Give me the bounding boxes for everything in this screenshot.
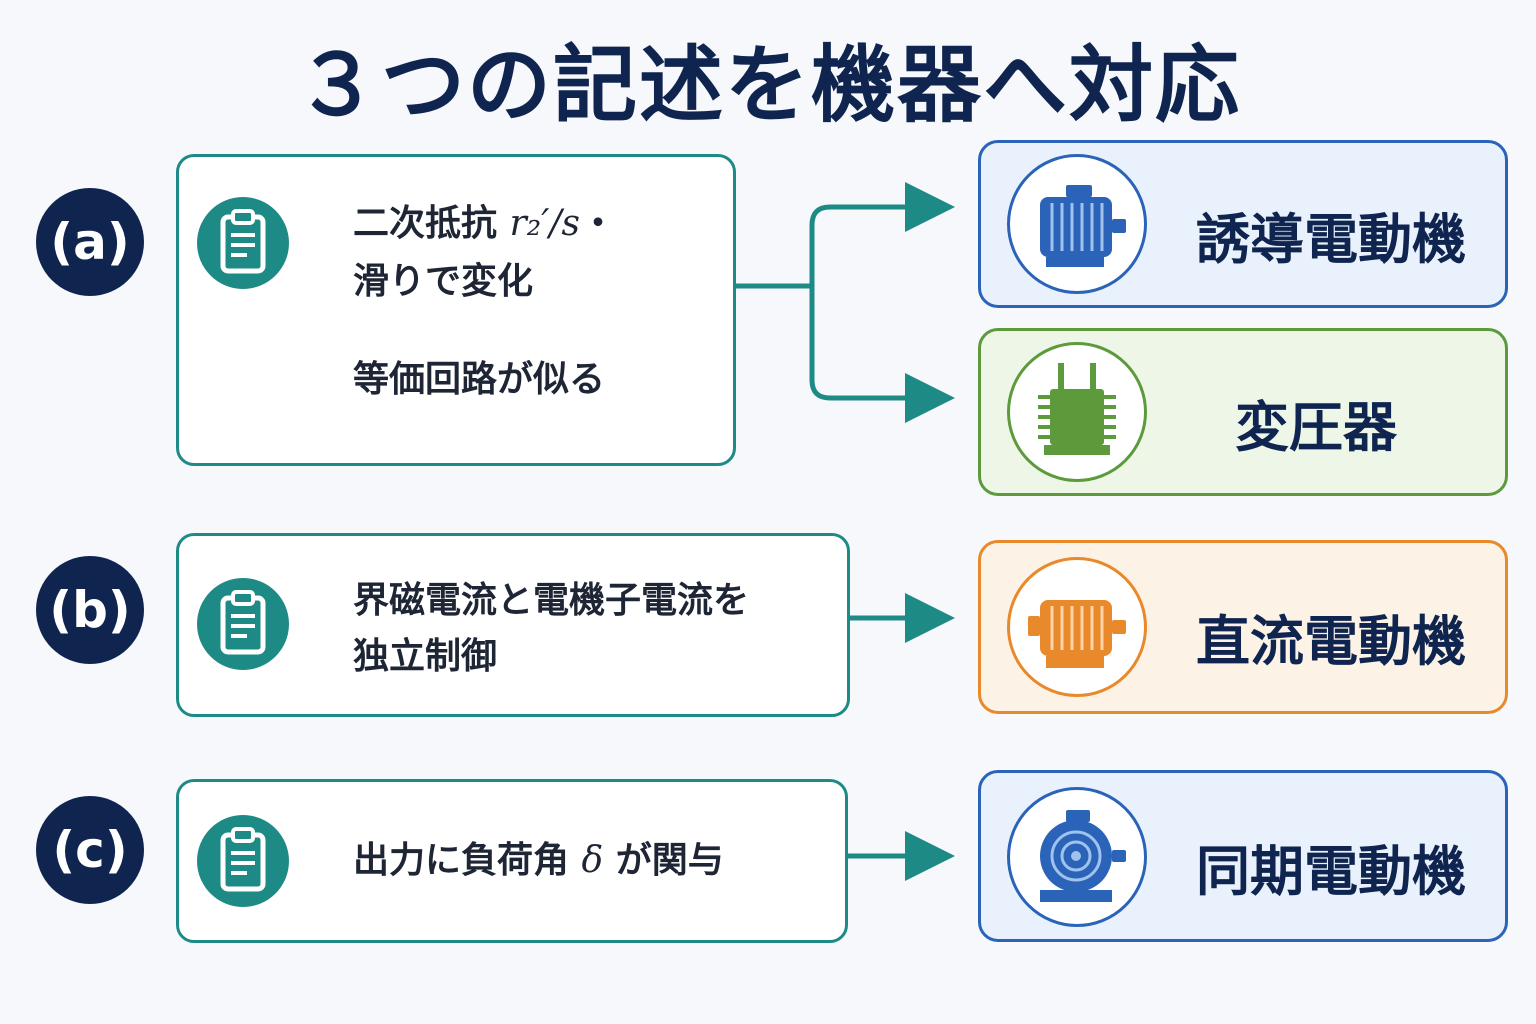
clipboard-icon bbox=[197, 197, 289, 289]
dc-motor-icon bbox=[1007, 557, 1147, 697]
synchronous-motor-icon bbox=[1007, 787, 1147, 927]
transformer-icon bbox=[1007, 342, 1147, 482]
arrow-a-transformer bbox=[809, 286, 955, 423]
description-line-b2: 独立制御 bbox=[353, 636, 498, 677]
machine-box-transformer: 変圧器 bbox=[978, 328, 1508, 496]
description-text-c: 出力に負荷角 δ が関与 bbox=[353, 840, 724, 881]
description-text-b: 界磁電流と電機子電流を 独立制御 bbox=[353, 576, 749, 682]
induction-motor-icon bbox=[1007, 154, 1147, 294]
clipboard-icon bbox=[197, 578, 289, 670]
page-title: ３つの記述を機器へ対応 bbox=[294, 36, 1241, 134]
description-box-a: 二次抵抗 r₂′/s・ 滑りで変化 等価回路が似る bbox=[176, 154, 736, 466]
arrow-a-induction bbox=[809, 182, 955, 286]
machine-box-synchronous-motor: 同期電動機 bbox=[978, 770, 1508, 942]
machine-label-synchronous-motor: 同期電動機 bbox=[1196, 840, 1466, 903]
description-box-b: 界磁電流と電機子電流を 独立制御 bbox=[176, 533, 850, 717]
description-line-a2: 滑りで変化 bbox=[353, 261, 534, 302]
description-line-b1: 界磁電流と電機子電流を bbox=[353, 580, 750, 621]
badge-c: (c) bbox=[36, 796, 144, 904]
machine-label-dc-motor: 直流電動機 bbox=[1196, 610, 1466, 673]
clipboard-icon bbox=[197, 815, 289, 907]
description-line-a1: 二次抵抗 r₂′/s・ bbox=[353, 203, 616, 244]
badge-b: (b) bbox=[36, 556, 144, 664]
description-text-a: 二次抵抗 r₂′/s・ 滑りで変化 等価回路が似る bbox=[353, 199, 616, 405]
machine-label-transformer: 変圧器 bbox=[1235, 396, 1397, 459]
description-box-c: 出力に負荷角 δ が関与 bbox=[176, 779, 848, 943]
machine-box-induction-motor: 誘導電動機 bbox=[978, 140, 1508, 308]
description-line-a3: 等価回路が似る bbox=[353, 359, 606, 400]
delta-symbol: δ bbox=[581, 840, 604, 881]
formula-r2-over-s: r₂′/s bbox=[509, 203, 580, 244]
machine-box-dc-motor: 直流電動機 bbox=[978, 540, 1508, 714]
machine-label-induction-motor: 誘導電動機 bbox=[1196, 208, 1466, 271]
badge-a: (a) bbox=[36, 188, 144, 296]
